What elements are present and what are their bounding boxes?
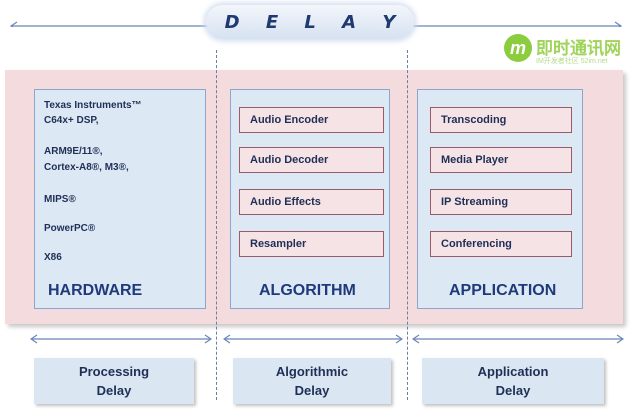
algorithmic-delay-box: Algorithmic Delay [233,358,391,404]
algorithm-label: ALGORITHM [259,282,356,299]
delay-title-pill: D E L A Y [206,5,414,39]
application-box: Transcoding [430,107,572,133]
application-delay-box: Application Delay [422,358,604,404]
hardware-item: Cortex-A8®, M3®, [44,162,129,173]
hardware-item: PowerPC® [44,223,96,234]
hardware-item: Texas Instruments™ [44,100,142,111]
delay-line1: Algorithmic [275,364,349,379]
delay-title: D E L A Y [224,11,406,33]
processing-delay-box: Processing Delay [34,358,194,404]
hardware-label: HARDWARE [48,282,143,299]
hardware-item: C64x+ DSP, [44,115,99,126]
algorithm-box: Audio Effects [239,189,384,215]
delay-line1: Processing [78,364,150,379]
application-box: IP Streaming [430,189,572,215]
separator-line [216,50,217,400]
algorithm-box: Audio Decoder [239,147,384,173]
algorithm-box: Audio Encoder [239,107,384,133]
processing-span-arrow [30,334,212,344]
hardware-item: X86 [44,252,62,263]
hardware-item: MIPS® [44,194,76,205]
algorithmic-span-arrow [223,334,403,344]
hardware-item: ARM9E/11®, [44,146,103,157]
logo-subtitle: IM开发者社区 52im.net [536,58,608,65]
delay-line1: Application [477,364,549,379]
application-box: Conferencing [430,231,572,257]
application-label: APPLICATION [449,282,557,299]
application-box: Media Player [430,147,572,173]
algorithm-box: Resampler [239,231,384,257]
delay-line2: Delay [495,383,531,398]
delay-line2: Delay [96,383,132,398]
watermark-logo: m 即时通讯网 IM开发者社区 52im.net [504,30,628,74]
separator-line [407,50,408,400]
hardware-column [34,89,206,309]
logo-name: 即时通讯网 [536,39,621,58]
application-span-arrow [412,334,624,344]
logo-mark-icon: m [504,34,532,62]
delay-line2: Delay [294,383,330,398]
